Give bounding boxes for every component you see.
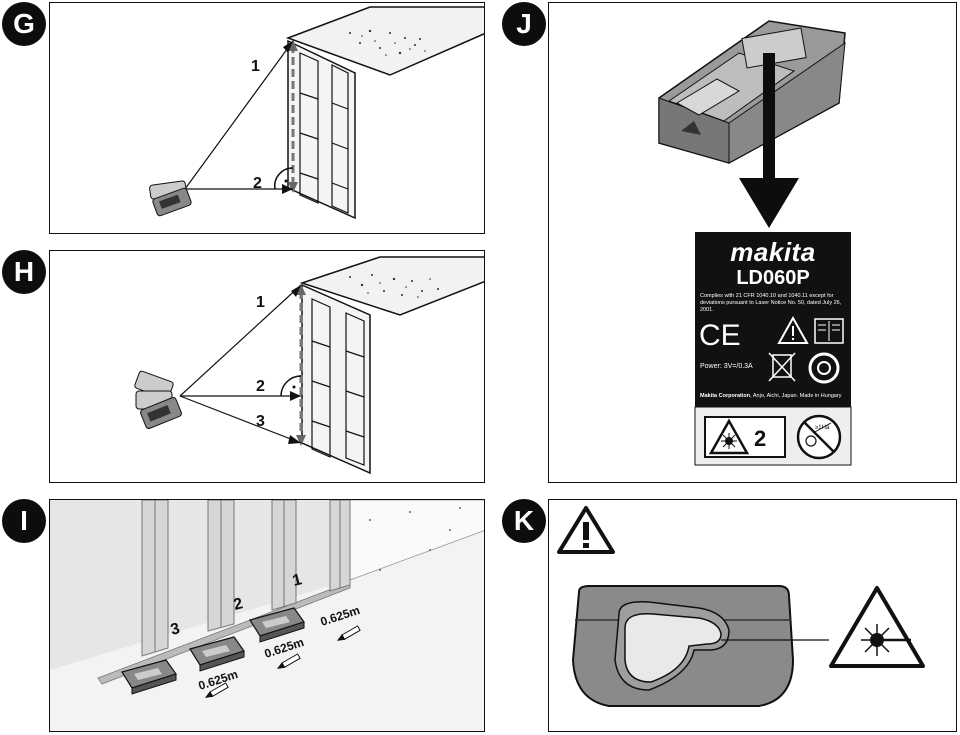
arrow-head — [296, 435, 306, 446]
badge-i: I — [2, 499, 46, 543]
panel-i-illustration: 3 2 1 0.625m 0.625m 0.625m — [50, 500, 484, 731]
arrow-head — [288, 182, 298, 193]
laser-device — [149, 180, 192, 217]
laser-warning-icon — [708, 418, 750, 455]
label-3: 3 — [256, 413, 265, 430]
laser-device-1 — [249, 607, 305, 643]
laser-device-3 — [121, 659, 177, 695]
label-2: 2 — [256, 378, 265, 395]
arrow-head — [296, 284, 306, 295]
wall-door-panels — [299, 52, 349, 214]
recycle-icon — [808, 352, 840, 384]
panel-j-illustration: CE — [658, 20, 852, 466]
wall-posts — [141, 500, 351, 657]
pencil-icons — [204, 625, 361, 698]
label-power: Power: 3V=/0.3A — [700, 363, 753, 370]
panel-k-illustration — [557, 506, 925, 707]
badge-j: J — [502, 2, 546, 46]
ceiling-texture — [349, 29, 426, 56]
laser-class-number: 2 — [754, 426, 766, 451]
label-1: 1 — [251, 58, 260, 75]
ceiling-slab — [299, 256, 484, 316]
label-brand: makita — [730, 237, 816, 267]
manual-icon — [814, 318, 844, 344]
label-corporation: Makita Corporation, Anjo, Aichi, Japan. … — [700, 393, 850, 399]
panel-g: 1 2 — [49, 2, 485, 234]
corporation-address: , Anjo, Aichi, Japan. Made in Hungary — [750, 393, 842, 399]
laser-device — [134, 370, 182, 429]
label-1: 1 — [256, 294, 265, 311]
badge-g: G — [2, 2, 46, 46]
down-arrow-head — [739, 178, 799, 228]
no-view-label: ≥1Ha — [815, 425, 830, 431]
corporation-name: Makita Corporation — [700, 393, 751, 399]
warning-triangle-icon — [557, 506, 615, 554]
label-model: LD060P — [736, 267, 810, 289]
wall-door-panels — [311, 298, 365, 466]
baseboard — [97, 581, 351, 685]
panel-h: 1 2 3 — [49, 250, 485, 483]
badge-k: K — [502, 499, 546, 543]
right-angle-mark — [274, 167, 294, 190]
beam-1 — [184, 40, 294, 190]
label-compliance: Complies with 21 CFR 1040.10 and 1040.11… — [700, 293, 842, 313]
post-label-1: 1 — [291, 571, 304, 590]
right-angle-mark — [280, 375, 302, 397]
laser-device-2 — [189, 636, 245, 672]
down-arrow-shaft — [763, 53, 775, 183]
laser-device-back — [658, 20, 846, 164]
warning-triangle-icon — [777, 315, 809, 344]
wall — [287, 39, 356, 220]
weee-bin-icon — [768, 352, 796, 382]
laser-warning-icon — [829, 586, 925, 668]
badge-h: H — [2, 250, 46, 294]
panel-j: CE — [548, 2, 957, 483]
label-2: 2 — [253, 175, 262, 192]
no-view-icon — [796, 414, 842, 460]
post-label-3: 3 — [169, 620, 182, 639]
panel-i: 3 2 1 0.625m 0.625m 0.625m — [49, 499, 485, 732]
panel-g-illustration: 1 2 — [149, 6, 484, 220]
arrow-head — [288, 40, 298, 51]
beam-1 — [179, 284, 302, 397]
ceiling-slab — [285, 6, 484, 76]
laser-aperture-icon — [624, 613, 722, 683]
beam-3 — [179, 395, 302, 444]
ceiling-texture — [349, 274, 439, 298]
post-label-2: 2 — [232, 595, 245, 614]
ce-mark: CE — [699, 319, 741, 352]
panel-h-illustration: 1 2 3 — [134, 256, 484, 475]
panel-k — [548, 499, 957, 732]
